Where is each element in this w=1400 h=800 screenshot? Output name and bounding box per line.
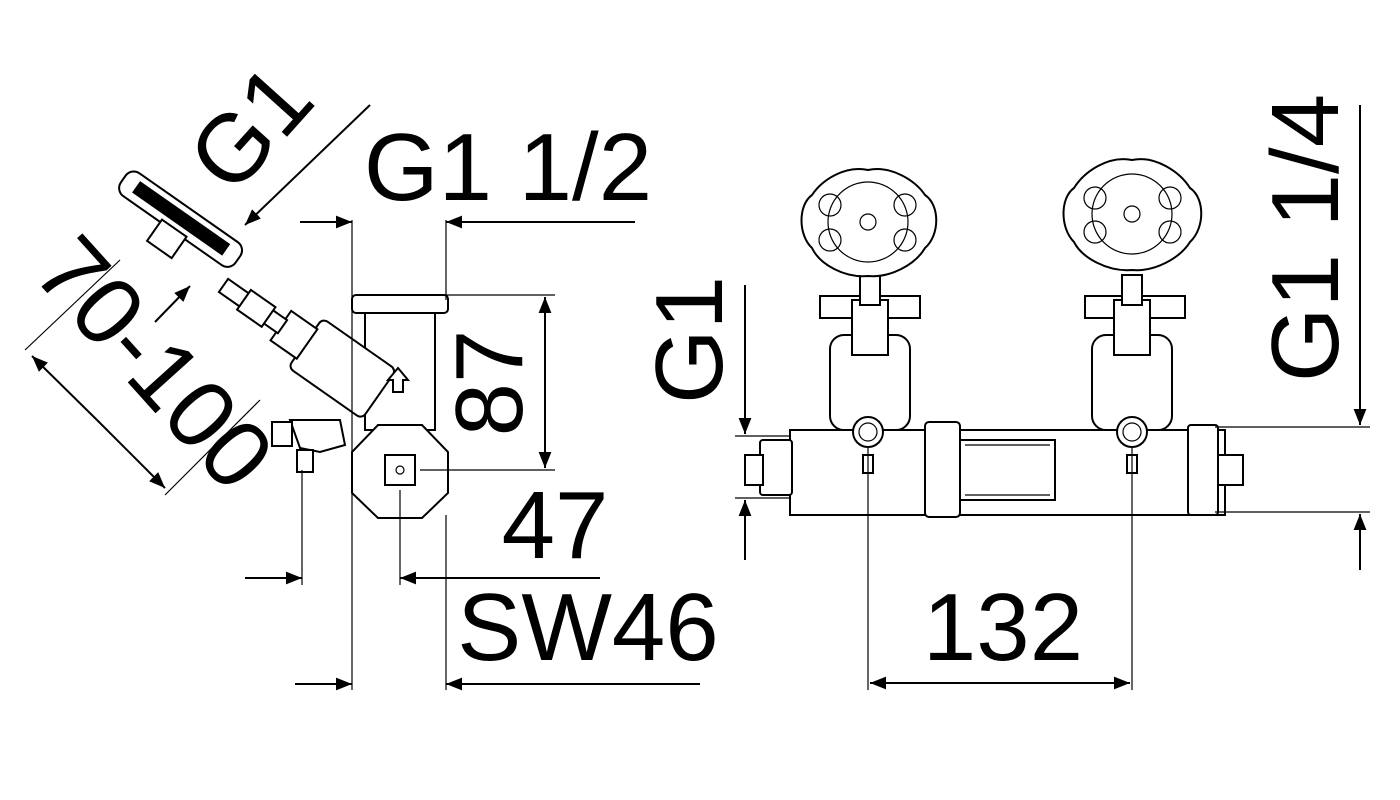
front-left-fitting (759, 439, 793, 496)
front-dimensions (735, 105, 1370, 690)
dim-sw46: SW46 (457, 574, 718, 681)
side-arrow-mark (385, 366, 411, 393)
front-left-cap (744, 454, 764, 486)
front-view (744, 158, 1244, 518)
side-bonnet (217, 277, 396, 418)
side-drain-tap (288, 419, 347, 454)
dim-47: 47 (502, 472, 609, 579)
front-center-nut (924, 421, 961, 518)
front-center-tube (959, 439, 1056, 501)
dim-70-100: 70-100 (14, 216, 294, 510)
side-top-nut (351, 294, 449, 314)
side-drain-cap (271, 421, 293, 447)
front-right-fitting (1187, 424, 1219, 516)
front-left-handwheel (800, 168, 938, 278)
dim-g1-1-2: G1 1/2 (364, 114, 652, 221)
front-right-cap (1217, 454, 1244, 486)
side-handwheel (118, 170, 244, 268)
dim-g1-1-4: G1 1/4 (1252, 94, 1359, 382)
front-left-valve (800, 168, 938, 474)
dim-132: 132 (923, 574, 1083, 681)
side-view (118, 170, 449, 519)
dim-87: 87 (436, 330, 543, 437)
side-dimensions (24, 104, 700, 691)
dim-g1-diagonal: G1 (168, 45, 333, 212)
front-right-valve (1062, 158, 1203, 474)
side-square-stem (384, 454, 416, 486)
side-stem-hole (395, 465, 405, 475)
side-drain-outlet (296, 449, 314, 473)
dim-g1-front: G1 (636, 276, 743, 404)
